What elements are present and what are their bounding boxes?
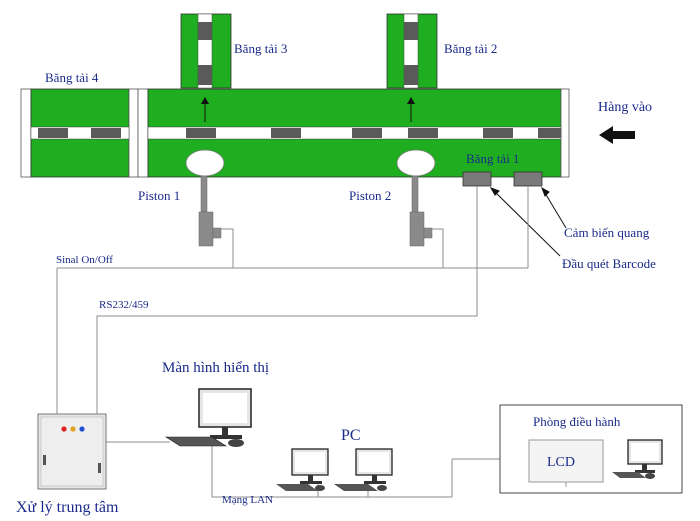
piston-1-label: Piston 1 bbox=[138, 188, 180, 203]
push-arrow-icon bbox=[407, 97, 415, 122]
lan-label: Mạng LAN bbox=[222, 494, 273, 506]
conveyor-3 bbox=[180, 13, 232, 89]
optical-sensor-label: Cảm biến quang bbox=[564, 225, 650, 240]
lcd-label: LCD bbox=[547, 455, 575, 470]
piston-1 bbox=[185, 149, 225, 247]
conveyor-item bbox=[271, 128, 301, 138]
conveyor-item bbox=[483, 128, 513, 138]
display-monitor-label: Màn hình hiển thị bbox=[162, 360, 269, 376]
piston-2-label: Piston 2 bbox=[349, 188, 391, 203]
central-controller-label: Xử lý trung tâm bbox=[16, 499, 119, 516]
input-arrow-icon bbox=[599, 126, 635, 144]
pc-2 bbox=[334, 448, 393, 491]
conveyor-item bbox=[91, 128, 121, 138]
sensor-pointer-lines bbox=[489, 186, 567, 257]
control-room bbox=[499, 404, 683, 494]
conveyor-4 bbox=[20, 88, 139, 178]
conveyor-3-label: Băng tải 3 bbox=[234, 41, 287, 56]
pc-1 bbox=[276, 448, 329, 491]
push-arrow-icon bbox=[201, 97, 209, 122]
conveyor-1-label: Băng tải 1 bbox=[466, 151, 519, 166]
conveyor-item bbox=[408, 128, 438, 138]
conveyor-item bbox=[538, 128, 561, 138]
conveyor-item bbox=[38, 128, 68, 138]
barcode-scanner bbox=[513, 171, 543, 187]
conveyor-item bbox=[352, 128, 382, 138]
conveyor-2-label: Băng tải 2 bbox=[444, 41, 497, 56]
signal-onoff-label: Sinal On/Off bbox=[56, 254, 113, 266]
optical-sensor bbox=[462, 171, 492, 187]
central-controller bbox=[37, 413, 107, 490]
pc-label: PC bbox=[341, 427, 361, 444]
input-label: Hàng vào bbox=[598, 100, 652, 115]
wiring bbox=[56, 186, 529, 498]
serial-link-label: RS232/459 bbox=[99, 299, 149, 311]
barcode-scanner-label: Đầu quét Barcode bbox=[562, 256, 656, 271]
piston-2 bbox=[396, 149, 436, 247]
display-monitor bbox=[164, 388, 252, 447]
conveyor-4-label: Băng tải 4 bbox=[45, 70, 99, 85]
conveyor-item bbox=[404, 65, 418, 85]
conveyor-item bbox=[404, 22, 418, 40]
conveyor-item bbox=[186, 128, 216, 138]
conveyor-item bbox=[198, 65, 212, 85]
conveyor-2 bbox=[386, 13, 438, 89]
control-room-label: Phòng điều hành bbox=[533, 414, 621, 429]
conveyor-item bbox=[198, 22, 212, 40]
